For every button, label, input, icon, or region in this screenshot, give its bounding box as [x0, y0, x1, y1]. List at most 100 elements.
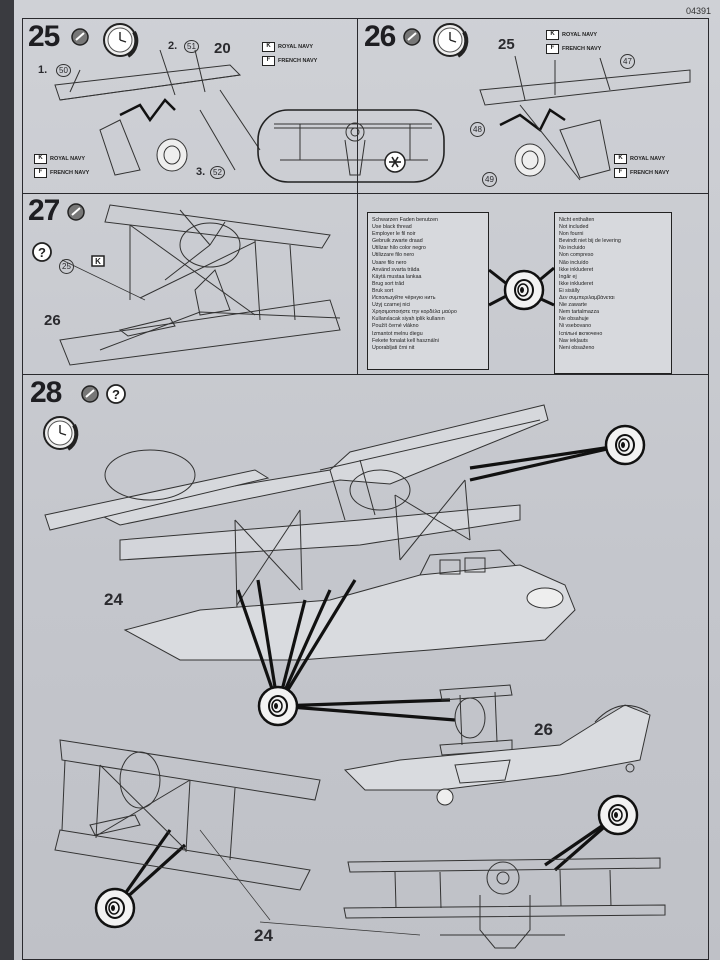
part-49-label: 49	[482, 172, 497, 187]
question-icon	[32, 242, 52, 262]
instruction-line: Použít černé vlákno	[372, 323, 419, 330]
instruction-line: Ikke inkluderet	[559, 280, 594, 287]
thread-spool-icon	[604, 424, 646, 466]
glue-icon	[71, 28, 89, 46]
thread-spool-icon	[597, 794, 639, 836]
flag-label: FRENCH NAVY	[562, 46, 602, 52]
instruction-line: Non fourni	[559, 231, 584, 238]
instruction-line: Bevindt niet bij de levering	[559, 238, 621, 245]
glue-icon	[67, 203, 85, 221]
binding-spine	[0, 0, 14, 960]
question-icon	[106, 384, 126, 404]
flag-icon: F	[262, 56, 275, 66]
instruction-line: Non compreso	[559, 252, 594, 259]
flag-k-icon: K	[91, 255, 105, 267]
thread-spool-connector	[488, 266, 555, 311]
instruction-line: Bruk sort	[372, 287, 394, 294]
flag-icon: F	[546, 44, 559, 54]
instruction-line: Nem tartalmazza	[559, 309, 600, 316]
instruction-line: No incluido	[559, 245, 586, 252]
clock-icon	[102, 22, 139, 58]
page-code: 04391	[686, 6, 712, 16]
flag-icon: K	[262, 42, 275, 52]
flag-label: ROYAL NAVY	[562, 32, 598, 38]
thread-spool-icon	[257, 685, 299, 727]
thread-spool-icon	[94, 887, 136, 929]
step-number-25: 25	[28, 20, 60, 53]
instruction-line: Use black thread	[372, 224, 412, 231]
flag-label: FRENCH NAVY	[278, 58, 318, 64]
instruction-line: Fekete fonalat kell használni	[372, 337, 439, 344]
instruction-line: Usare filo nero	[372, 259, 407, 266]
part-20-label: 20	[214, 40, 231, 57]
flag-label: ROYAL NAVY	[50, 156, 86, 162]
instruction-line: Nicht enthalten	[559, 217, 595, 223]
part-24-main-label: 24	[104, 590, 123, 609]
part-50-label: 50	[56, 64, 71, 77]
step-number-28: 28	[30, 376, 62, 409]
instruction-line: Não incluído	[559, 259, 589, 266]
step-number-26: 26	[364, 20, 396, 53]
part-25-label: 25	[498, 36, 515, 53]
flag-icon: K	[546, 30, 559, 40]
instruction-line: Kullanılacak siyah iplik kullanın	[372, 316, 445, 323]
part-26-side-label: 26	[534, 720, 553, 739]
instruction-line: Employer le fil noir	[372, 231, 416, 238]
glue-icon	[81, 385, 99, 403]
instruction-line: Ni vsebovano	[559, 323, 592, 330]
flag-icon: K	[34, 154, 47, 164]
instruction-line: Gebruik zwarte draad	[372, 238, 423, 245]
glue-icon	[403, 28, 421, 46]
part-24-bottom-label: 24	[254, 926, 273, 945]
part-52-label: 52	[210, 166, 225, 179]
flag-label: ROYAL NAVY	[278, 44, 314, 50]
instruction-line: Іспільні включено	[559, 330, 603, 337]
instruction-line: Используйте чёрную нить	[372, 295, 436, 302]
instruction-line: Ikke inkluderet	[559, 266, 594, 273]
part-25-circle-label: 25	[59, 259, 74, 274]
instruction-line: Χρησιμοποιήστε την κορδέλα μαύρο	[372, 309, 457, 316]
instruction-line: Izmantot melnu diegu	[372, 330, 423, 337]
instruction-line: Ei sisälly	[559, 287, 580, 294]
flag-label: ROYAL NAVY	[630, 156, 666, 162]
instruction-line: Użyj czarnej nici	[372, 302, 411, 309]
flag-label: FRENCH NAVY	[630, 170, 670, 176]
instruction-line: Ne obsahuje	[559, 316, 589, 323]
instruction-line: Utilizzare filo nero	[372, 252, 415, 259]
instruction-line: Utilizar hilo color negro	[372, 245, 426, 252]
instruction-line: Använd svarta tråda	[372, 266, 420, 273]
step-number-27: 27	[28, 194, 60, 227]
instruction-line: Brug sort tråd	[372, 280, 405, 287]
flag-icon: F	[34, 168, 47, 178]
part-48-label: 48	[470, 122, 485, 137]
instruction-line: Δεν συμπεριλαμβάνεται	[559, 295, 615, 302]
instruction-line: Uporabljati črni nit	[372, 344, 415, 351]
instruction-line: Käytä mustaa lankaa	[372, 273, 422, 280]
flag-icon: F	[614, 168, 627, 178]
flag-label: FRENCH NAVY	[50, 170, 90, 176]
part-1-label: 1.	[38, 64, 48, 76]
instruction-line: Neni obsaženo	[559, 344, 595, 351]
clock-icon	[42, 415, 79, 451]
instruction-line: Ingår ej	[559, 273, 577, 280]
instruction-line: Nav iekļauts	[559, 337, 588, 344]
instruction-line: Nie zawarte	[559, 302, 587, 309]
svg-text:K: K	[95, 257, 101, 266]
part-3-label: 3.	[196, 166, 206, 178]
instruction-line: Schwarzen Faden benutzen	[372, 217, 438, 223]
flag-icon: K	[614, 154, 627, 164]
snowflake-icon	[384, 151, 406, 173]
clock-icon	[432, 22, 469, 58]
